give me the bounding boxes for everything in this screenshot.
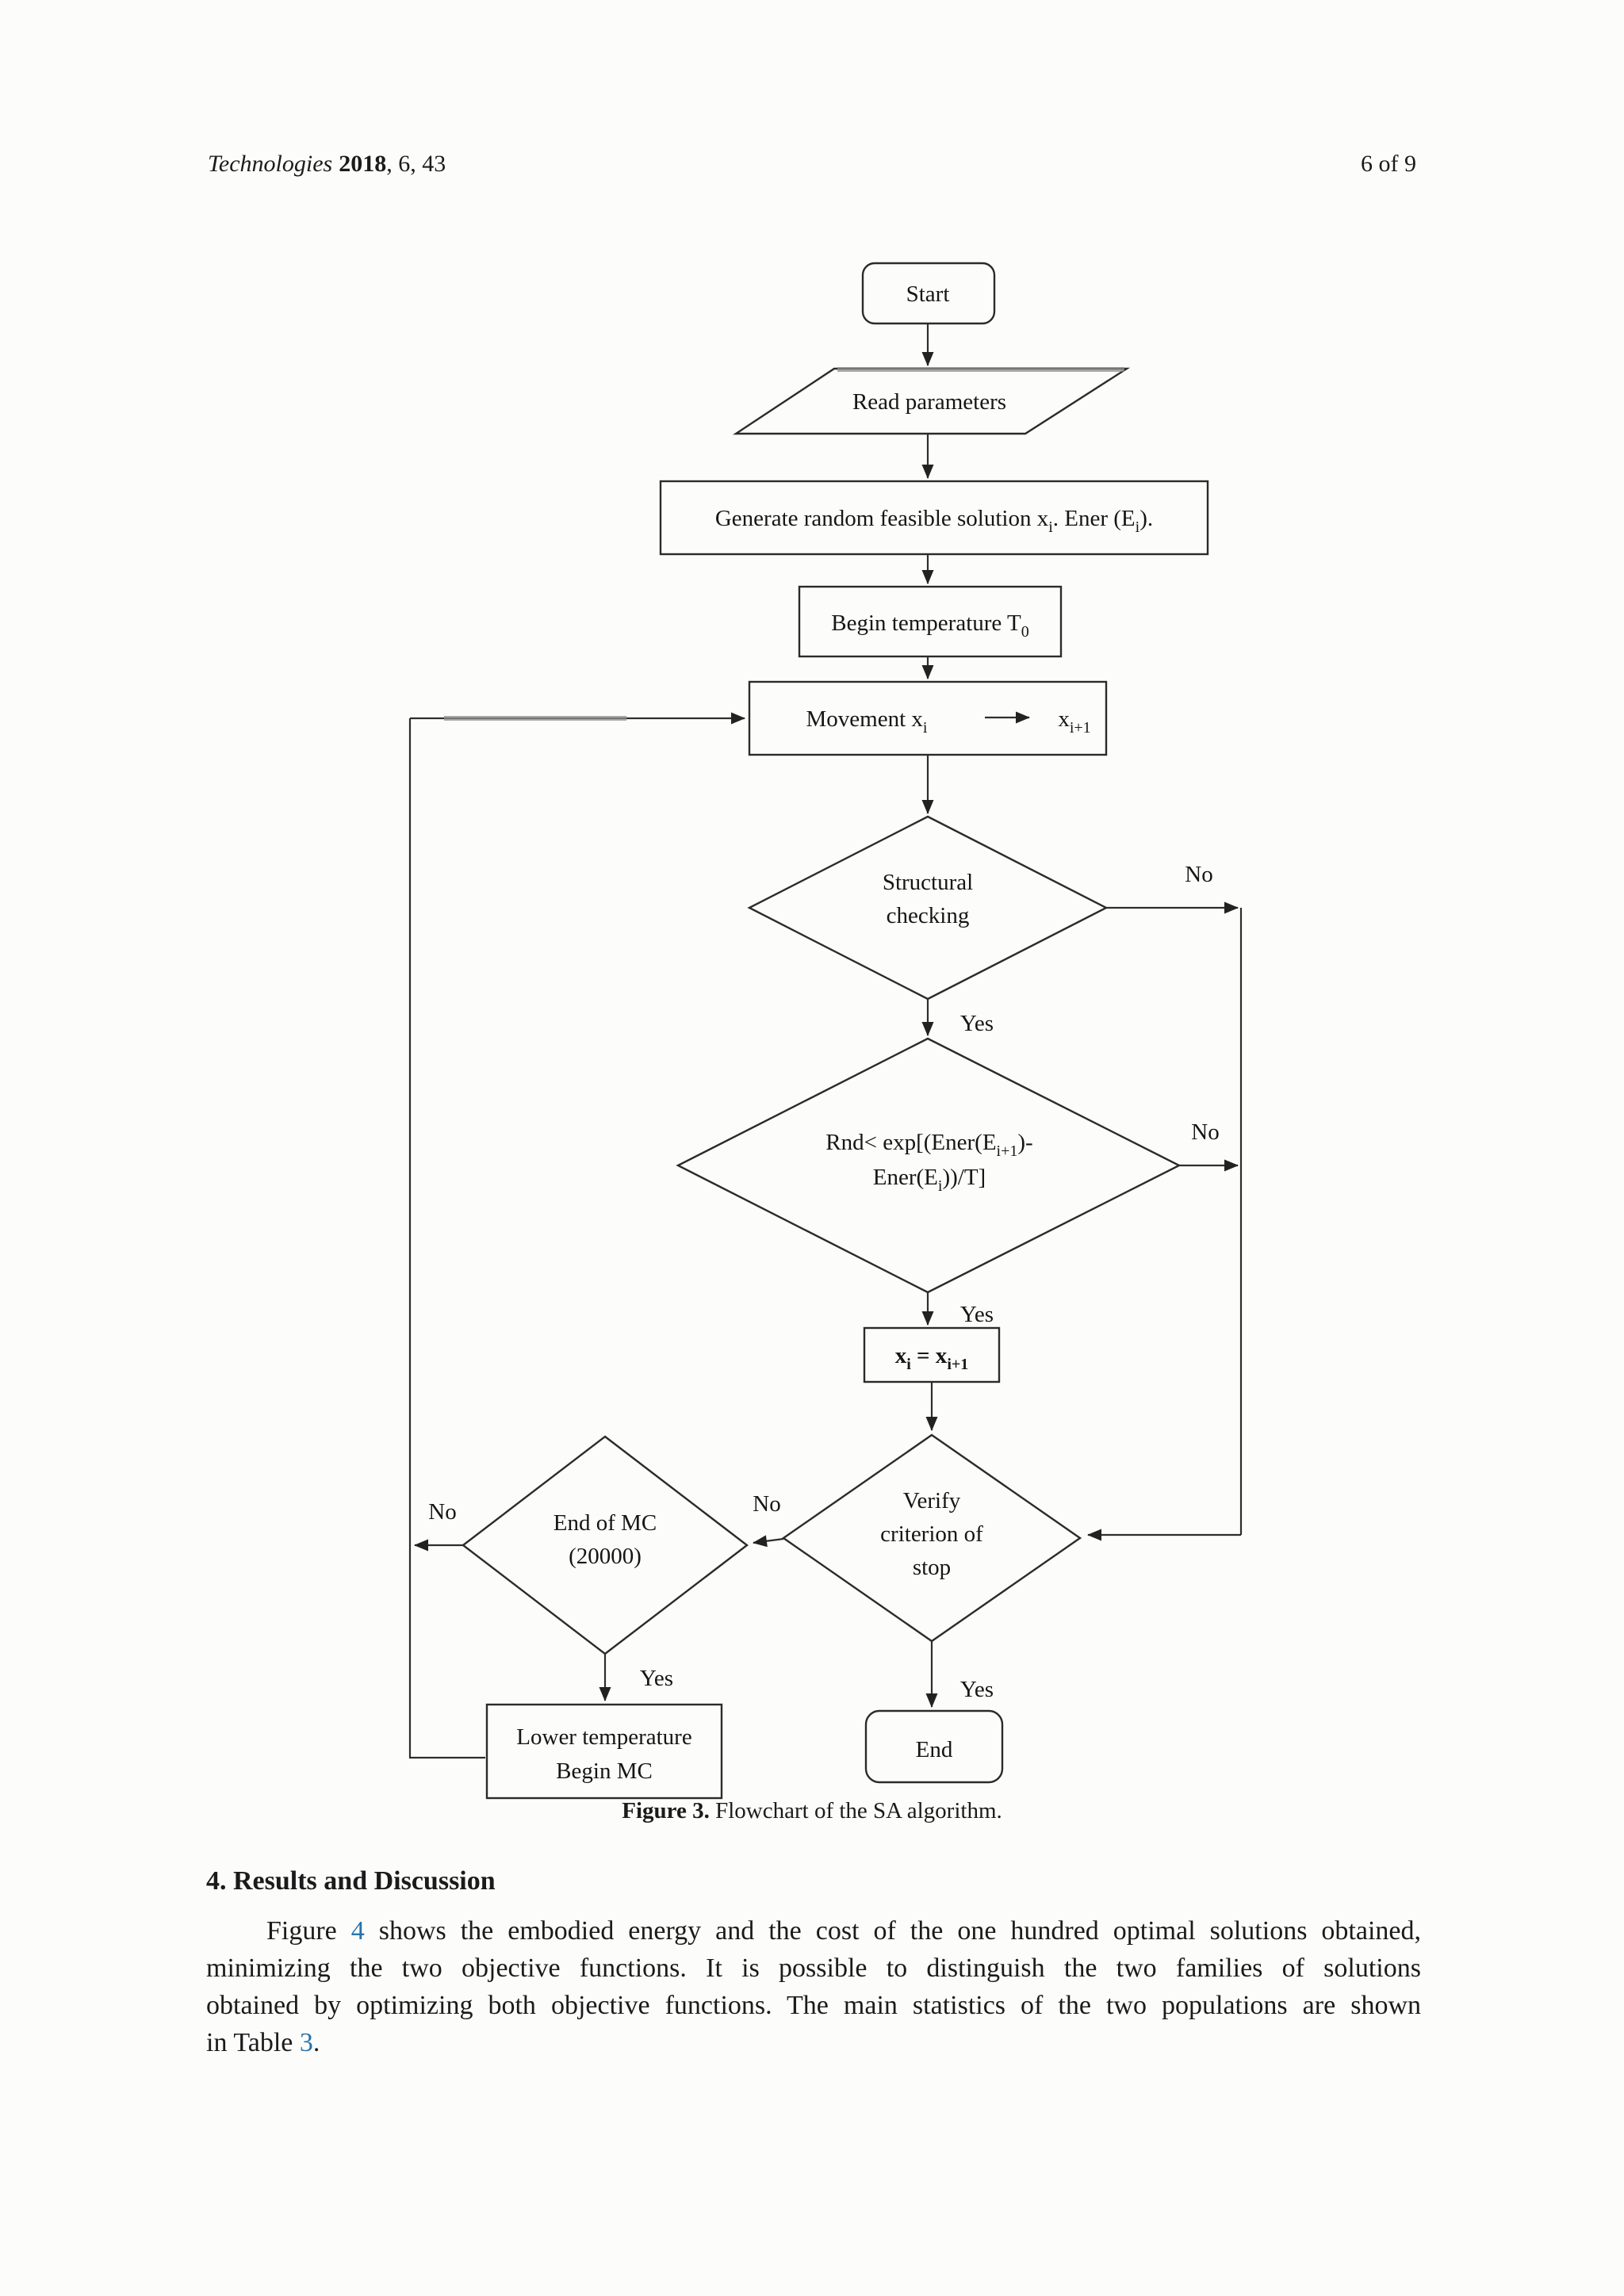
generate-node [659, 480, 1209, 556]
table-3-link[interactable]: 3 [299, 2028, 313, 2057]
lower-temperature-label-1: Lower temperature [516, 1724, 691, 1750]
verify-label-1: Verify [903, 1488, 961, 1513]
line4-pre: in Table [206, 2028, 300, 2057]
line1-post: shows the embodied energy and the cost o… [364, 1916, 1421, 1946]
paragraph-line-2: minimizing the two objective functions. … [206, 1954, 1421, 1983]
rnd-label-2: Ener(Ei))/T] [873, 1165, 986, 1195]
verify-yes-label: Yes [960, 1677, 994, 1702]
loop-line-vertical [408, 718, 485, 1759]
assign-label: xi = xi+1 [895, 1343, 969, 1373]
figure-caption: Figure 3. Flowchart of the SA algorithm. [0, 1798, 1624, 1824]
rnd-label-1: Rnd< exp[(Ener(Ei+1)- [825, 1130, 1032, 1160]
page-indicator: 6 of 9 [1361, 151, 1416, 177]
paragraph-line-1: Figure 4 shows the embodied energy and t… [206, 1912, 1421, 1950]
lower-temperature-node [485, 1703, 723, 1800]
journal-volume: , 6, 43 [386, 151, 446, 177]
end-label: End [916, 1737, 953, 1762]
start-label: Start [906, 281, 950, 307]
structural-label-1: Structural [883, 870, 973, 895]
verify-label-2: criterion of [880, 1521, 983, 1547]
end-of-mc-label-2: (20000) [569, 1544, 642, 1569]
rnd-yes-label: Yes [960, 1302, 994, 1327]
read-parameters-label: Read parameters [852, 389, 1006, 415]
generate-label: Generate random feasible solution xi. En… [715, 506, 1153, 536]
structural-no-label: No [1185, 862, 1212, 887]
figure-caption-label: Figure 3. [622, 1798, 710, 1823]
journal-year: 2018 [339, 151, 387, 177]
journal-name: Technologies [208, 151, 333, 177]
movement-node [748, 680, 1108, 756]
begin-temperature-label: Begin temperature T0 [831, 610, 1028, 641]
end-node [864, 1709, 1004, 1784]
movement-label: Movement xi [806, 706, 928, 737]
rnd-no-label: No [1191, 1119, 1219, 1145]
endmc-no-label: No [428, 1499, 456, 1525]
structural-label-2: checking [887, 903, 970, 928]
lower-temperature-label-2: Begin MC [556, 1758, 653, 1784]
figure-4-link[interactable]: 4 [350, 1916, 365, 1946]
verify-no-label: No [753, 1491, 780, 1517]
paragraph-line-3: obtained by optimizing both objective fu… [206, 1991, 1421, 2020]
body-paragraph: Figure 4 shows the embodied energy and t… [206, 1912, 1421, 2061]
structural-yes-label: Yes [960, 1011, 994, 1036]
arrow-verify-no [753, 1535, 784, 1548]
end-of-mc-label-1: End of MC [553, 1510, 657, 1536]
line1-pre: Figure [266, 1916, 351, 1946]
line4-post: . [312, 2028, 320, 2057]
begin-temperature-node [798, 585, 1063, 658]
endmc-yes-label: Yes [640, 1666, 673, 1691]
movement-next-label: xi+1 [1058, 706, 1090, 737]
section-heading: 4. Results and Discussion [206, 1866, 496, 1896]
paragraph-line-4: in Table 3. [206, 2024, 1421, 2061]
figure-caption-text: Flowchart of the SA algorithm. [709, 1798, 1002, 1823]
verify-label-3: stop [913, 1555, 951, 1580]
